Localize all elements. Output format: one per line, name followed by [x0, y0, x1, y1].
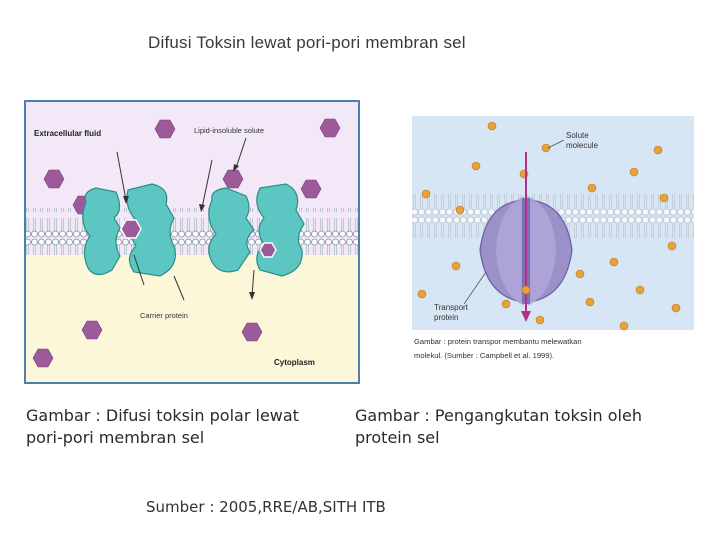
source-credit: Sumber : 2005,RRE/AB,SITH ITB: [146, 498, 386, 516]
carrier-protein-diagram: Extracellular fluid Lipid-insoluble solu…: [24, 100, 360, 384]
figure-caption-2: molekul. (Sumber : Campbell et al. 1999)…: [414, 351, 554, 360]
caption-right: Gambar : Pengangkutan toksin oleh protei…: [355, 406, 642, 447]
label-transport-protein-2: protein: [434, 313, 458, 322]
label-cytoplasm: Cytoplasm: [274, 358, 315, 367]
figure-caption-1: Gambar : protein transpor membantu melew…: [414, 337, 582, 346]
transport-protein-diagram: Solute molecule Transport protein Gambar…: [404, 112, 700, 378]
caption-left: Gambar : Difusi toksin polar lewat pori-…: [26, 406, 299, 447]
label-solute-molecule-2: molecule: [566, 141, 599, 150]
pointer-lines: [116, 137, 255, 301]
label-extracellular: Extracellular fluid: [34, 129, 101, 138]
lipid-bilayer: [26, 208, 358, 255]
page-title: Difusi Toksin lewat pori-pori membran se…: [148, 33, 466, 52]
transport-protein: [479, 196, 573, 306]
label-solute: Lipid-insoluble solute: [194, 126, 264, 135]
carrier-protein-left: [82, 183, 176, 277]
label-carrier-protein: Carrier protein: [140, 311, 188, 320]
label-solute-molecule-1: Solute: [566, 131, 589, 140]
label-transport-protein-1: Transport: [434, 303, 469, 312]
